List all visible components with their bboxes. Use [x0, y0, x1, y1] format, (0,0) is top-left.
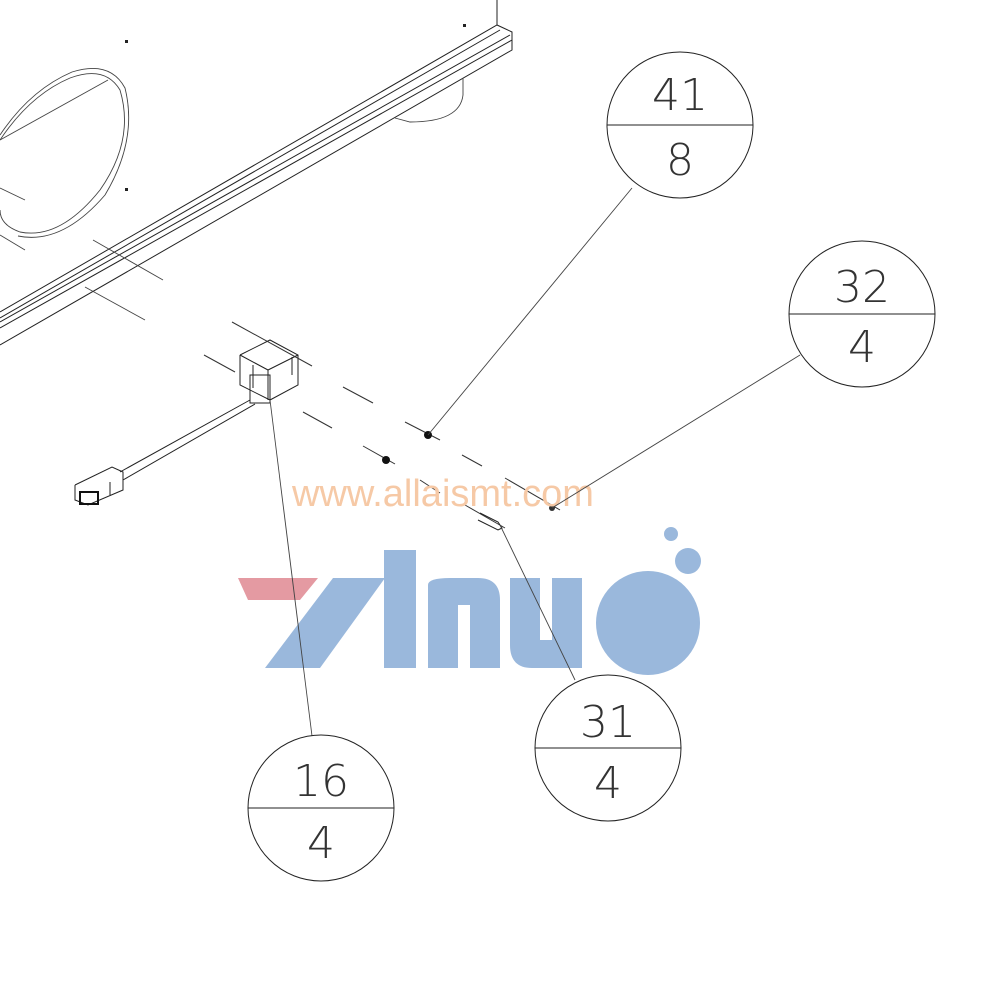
balloon-41-8: 41 8 — [606, 51, 754, 199]
centerline-dashes — [203, 321, 561, 529]
quantity: 4 — [594, 758, 622, 809]
quantity: 8 — [666, 135, 694, 186]
frame-rail — [0, 0, 513, 346]
balloon-16-4: 16 4 — [247, 734, 395, 882]
part-number: 31 — [580, 697, 636, 748]
part-number: 16 — [293, 756, 349, 807]
balloon-31-4: 31 4 — [534, 674, 682, 822]
quantity: 4 — [307, 818, 335, 869]
watermark-url: www.allaismt.com — [291, 473, 594, 515]
yinuo-logo — [238, 527, 701, 675]
part-number: 41 — [652, 70, 708, 121]
leader-lines — [269, 187, 801, 737]
sensor-assembly — [74, 339, 299, 506]
quantity: 4 — [848, 322, 876, 373]
part-number: 32 — [834, 262, 890, 313]
balloon-32-4: 32 4 — [788, 240, 936, 388]
